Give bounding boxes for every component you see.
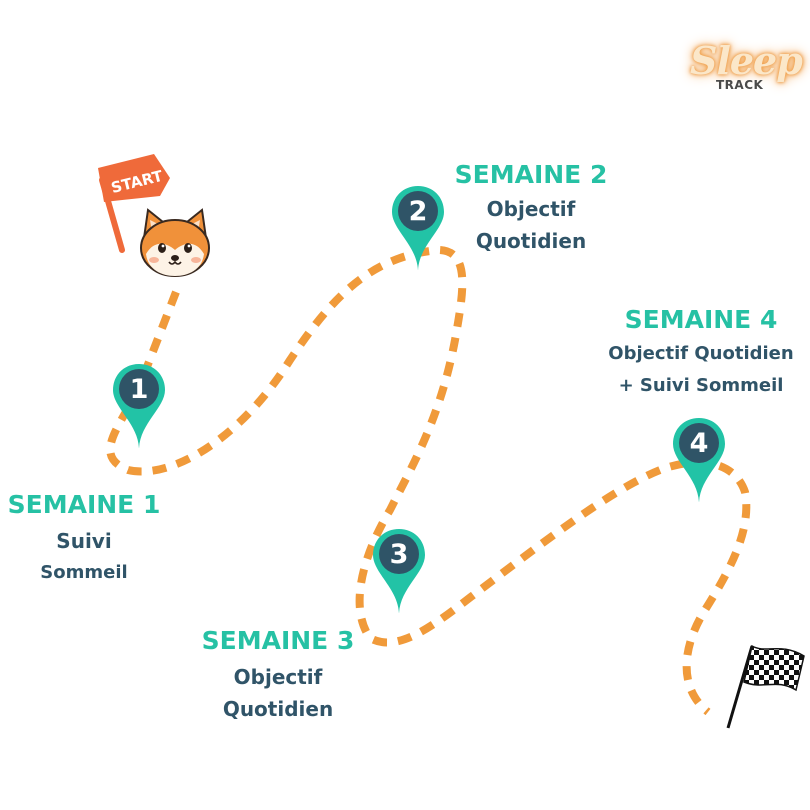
sleep-track-logo: Sleep TRACK [686, 38, 803, 98]
map-pin-icon [673, 418, 725, 502]
week-title: SEMAINE 4 [624, 305, 778, 334]
pin-number: 4 [689, 428, 709, 459]
map-pin-3: 3 [371, 527, 427, 613]
step-description-line: Sommeil [40, 562, 128, 583]
map-pin-2: 2 [390, 184, 446, 270]
week-title: SEMAINE 1 [7, 490, 161, 519]
step-4-label: SEMAINE 4 Objectif Quotidien + Suivi Som… [578, 305, 810, 402]
week-title: SEMAINE 2 [454, 160, 608, 189]
dashed-route [106, 245, 751, 716]
pin-number: 2 [408, 196, 428, 227]
step-description-line: Objectif [233, 665, 323, 689]
step-description-line: Suivi [56, 529, 112, 553]
map-pin-icon [113, 364, 165, 448]
step-3-label: SEMAINE 3 Objectif Quotidien [190, 626, 366, 725]
map-pin-1: 1 [111, 362, 167, 448]
step-1-label: SEMAINE 1 Suivi Sommeil [4, 490, 164, 589]
map-pin-icon [392, 186, 444, 270]
step-description-line: Objectif [486, 197, 576, 221]
map-pin-4: 4 [671, 416, 727, 502]
pin-number: 1 [129, 374, 149, 405]
finish-flag-icon [726, 644, 805, 729]
shiba-dog-icon [140, 208, 210, 277]
step-description-line: Objectif Quotidien [608, 343, 794, 364]
step-2-label: SEMAINE 2 Objectif Quotidien [448, 160, 614, 257]
pin-number: 3 [389, 539, 409, 570]
logo-script-text: Sleep [690, 38, 803, 83]
start-flag-icon: START [98, 154, 170, 253]
step-description-line: Quotidien [222, 697, 334, 721]
logo-subtitle: TRACK [716, 78, 764, 92]
week-title: SEMAINE 3 [201, 626, 355, 655]
step-description-line: Quotidien [475, 229, 587, 253]
map-pin-icon [373, 529, 425, 613]
step-description-line: + Suivi Sommeil [618, 375, 784, 396]
